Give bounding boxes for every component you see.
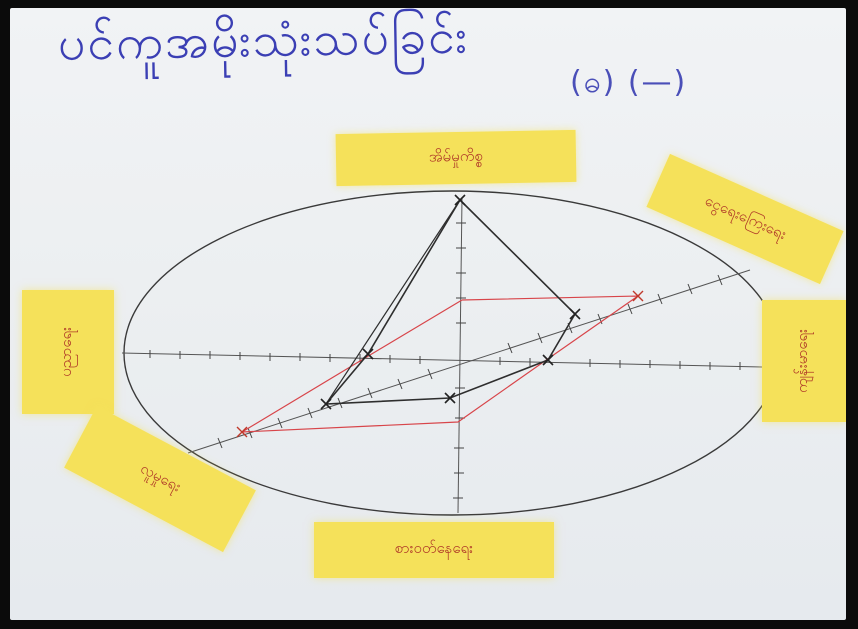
red-polygon: [241, 295, 640, 433]
note-right-label: ကျန်းမာရေး: [793, 329, 811, 393]
sticky-note-left: ပညာရေး: [22, 290, 114, 414]
axis-horizontal: [121, 352, 763, 368]
chart-paper: ပင်ကူအမိုးသုံးသပ်ခြင်း (ဓ) (—): [10, 8, 846, 620]
point-markers: [320, 194, 581, 410]
sticky-note-bottom: စားဝတ်နေရေး: [314, 522, 554, 578]
axis-diagonal: [187, 269, 751, 454]
axis-vertical: [457, 197, 463, 514]
handwritten-subtitle: (ဓ) (—): [570, 65, 688, 100]
note-left-label: ပညာရေး: [56, 327, 75, 377]
note-top-label: အိမ်မှုကိစ္စ: [428, 146, 484, 166]
pencil-polygon: [324, 199, 577, 405]
note-bottom-left-label: လူမှုရေး: [137, 459, 185, 496]
spider-web-diagram: [121, 190, 781, 516]
note-bottom-label: စားဝတ်နေရေး: [395, 539, 473, 557]
red-point-markers: [236, 290, 644, 438]
axis-ticks: [149, 222, 741, 499]
pencil-diagonal: [325, 199, 461, 405]
sticky-note-top: အိမ်မှုကိစ္စ: [335, 129, 577, 187]
sticky-note-right: ကျန်းမာရေး: [762, 300, 846, 422]
outer-ellipse: [123, 190, 781, 516]
